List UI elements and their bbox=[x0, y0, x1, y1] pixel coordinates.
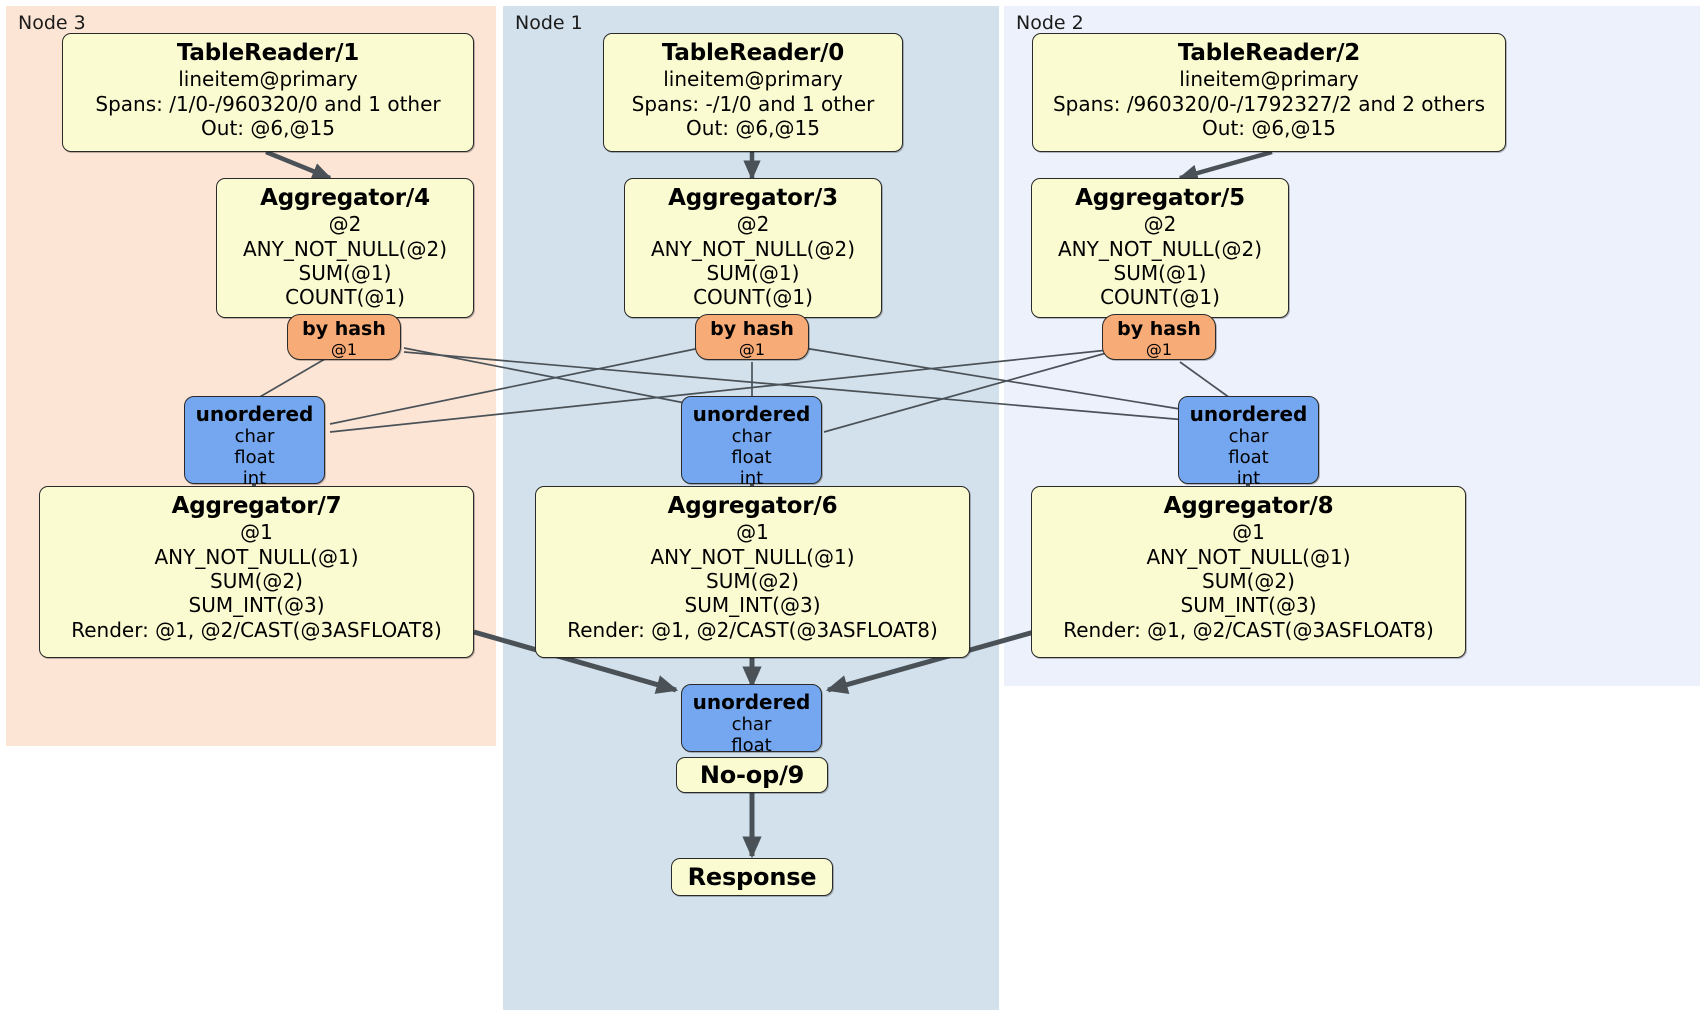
processor-title: Aggregator/3 bbox=[668, 185, 838, 211]
synchronizer-line: char bbox=[1228, 426, 1269, 447]
processor-title: Aggregator/8 bbox=[1163, 493, 1334, 519]
router-line: @1 bbox=[330, 339, 358, 359]
processor-line: COUNT(@1) bbox=[285, 285, 405, 310]
processor-line: SUM_INT(@3) bbox=[1180, 593, 1317, 618]
router-line: @1 bbox=[1145, 339, 1173, 359]
processor-aggregator-6[interactable]: Aggregator/6 @1 ANY_NOT_NULL(@1) SUM(@2)… bbox=[535, 486, 970, 658]
processor-line: Render: @1, @2/CAST(@3ASFLOAT8) bbox=[1063, 617, 1434, 642]
processor-title: Aggregator/4 bbox=[260, 185, 430, 211]
synchronizer-line: int bbox=[242, 468, 267, 490]
router-title: by hash bbox=[1117, 318, 1201, 340]
processor-line: lineitem@primary bbox=[1179, 67, 1359, 92]
processor-line: @2 bbox=[328, 212, 362, 237]
processor-line: ANY_NOT_NULL(@2) bbox=[651, 236, 855, 261]
synchronizer-unordered-final[interactable]: unordered char float bbox=[681, 684, 822, 756]
processor-line: ANY_NOT_NULL(@2) bbox=[1058, 236, 1262, 261]
processor-line: Render: @1, @2/CAST(@3ASFLOAT8) bbox=[71, 617, 442, 642]
processor-title: No-op/9 bbox=[699, 760, 805, 789]
processor-title: Aggregator/5 bbox=[1075, 185, 1245, 211]
processor-line: ANY_NOT_NULL(@1) bbox=[650, 544, 855, 569]
synchronizer-line: char bbox=[731, 714, 772, 735]
processor-aggregator-7[interactable]: Aggregator/7 @1 ANY_NOT_NULL(@1) SUM(@2)… bbox=[39, 486, 474, 658]
processor-response[interactable]: Response bbox=[671, 858, 833, 896]
synchronizer-line: char bbox=[234, 426, 275, 447]
processor-line: @1 bbox=[736, 520, 769, 545]
processor-line: Render: @1, @2/CAST(@3ASFLOAT8) bbox=[567, 617, 938, 642]
processor-noop-9[interactable]: No-op/9 bbox=[676, 757, 828, 793]
processor-line: SUM(@2) bbox=[210, 568, 303, 593]
router-by-hash-aggregator-4[interactable]: by hash @1 bbox=[287, 314, 401, 360]
processor-tablereader-2[interactable]: TableReader/2 lineitem@primary Spans: /9… bbox=[1032, 33, 1506, 152]
router-title: by hash bbox=[710, 318, 794, 340]
processor-line: COUNT(@1) bbox=[693, 285, 813, 310]
processor-line: SUM(@1) bbox=[1113, 260, 1207, 285]
processor-line: @2 bbox=[1143, 212, 1177, 237]
processor-line: ANY_NOT_NULL(@2) bbox=[243, 236, 447, 261]
synchronizer-title: unordered bbox=[195, 402, 314, 426]
processor-line: ANY_NOT_NULL(@1) bbox=[154, 544, 359, 569]
processor-line: SUM(@2) bbox=[706, 568, 799, 593]
processor-title: TableReader/0 bbox=[661, 40, 845, 66]
synchronizer-line: float bbox=[731, 735, 772, 757]
synchronizer-line: float bbox=[731, 447, 772, 469]
synchronizer-unordered-6[interactable]: unordered char float int bbox=[681, 396, 822, 489]
synchronizer-line: int bbox=[1236, 468, 1261, 490]
router-title: by hash bbox=[302, 318, 386, 340]
synchronizer-title: unordered bbox=[692, 690, 811, 714]
processor-line: lineitem@primary bbox=[663, 67, 843, 92]
processor-line: @1 bbox=[1232, 520, 1265, 545]
synchronizer-line: float bbox=[1228, 447, 1269, 469]
synchronizer-title: unordered bbox=[1189, 402, 1308, 426]
router-by-hash-aggregator-5[interactable]: by hash @1 bbox=[1102, 314, 1216, 360]
synchronizer-line: char bbox=[731, 426, 772, 447]
processor-title: Aggregator/7 bbox=[171, 493, 342, 519]
synchronizer-line: float bbox=[234, 447, 275, 469]
processor-line: Spans: -/1/0 and 1 other bbox=[631, 91, 875, 116]
processor-title: TableReader/1 bbox=[176, 40, 360, 66]
processor-line: lineitem@primary bbox=[178, 67, 358, 92]
processor-aggregator-8[interactable]: Aggregator/8 @1 ANY_NOT_NULL(@1) SUM(@2)… bbox=[1031, 486, 1466, 658]
processor-line: SUM(@1) bbox=[298, 260, 392, 285]
processor-line: @1 bbox=[240, 520, 273, 545]
synchronizer-line: int bbox=[739, 468, 764, 490]
router-line: @1 bbox=[738, 339, 766, 359]
processor-line: Out: @6,@15 bbox=[201, 115, 335, 140]
processor-tablereader-0[interactable]: TableReader/0 lineitem@primary Spans: -/… bbox=[603, 33, 903, 152]
processor-line: SUM(@1) bbox=[706, 260, 800, 285]
router-by-hash-aggregator-3[interactable]: by hash @1 bbox=[695, 314, 809, 360]
processor-line: Out: @6,@15 bbox=[686, 115, 820, 140]
processor-tablereader-1[interactable]: TableReader/1 lineitem@primary Spans: /1… bbox=[62, 33, 474, 152]
synchronizer-title: unordered bbox=[692, 402, 811, 426]
node-group-label-node1: Node 1 bbox=[515, 12, 583, 34]
processor-line: SUM_INT(@3) bbox=[684, 593, 821, 618]
processor-line: Out: @6,@15 bbox=[1202, 115, 1336, 140]
processor-line: @2 bbox=[736, 212, 770, 237]
node-group-label-node3: Node 3 bbox=[18, 12, 86, 34]
node-group-label-node2: Node 2 bbox=[1016, 12, 1084, 34]
processor-line: Spans: /1/0-/960320/0 and 1 other bbox=[95, 91, 441, 116]
processor-line: COUNT(@1) bbox=[1100, 285, 1220, 310]
processor-title: TableReader/2 bbox=[1177, 40, 1361, 66]
processor-line: SUM(@2) bbox=[1202, 568, 1295, 593]
processor-title: Aggregator/6 bbox=[667, 493, 838, 519]
processor-aggregator-3[interactable]: Aggregator/3 @2 ANY_NOT_NULL(@2) SUM(@1)… bbox=[624, 178, 882, 318]
processor-line: Spans: /960320/0-/1792327/2 and 2 others bbox=[1052, 91, 1485, 116]
processor-line: ANY_NOT_NULL(@1) bbox=[1146, 544, 1351, 569]
processor-line: SUM_INT(@3) bbox=[188, 593, 325, 618]
processor-aggregator-5[interactable]: Aggregator/5 @2 ANY_NOT_NULL(@2) SUM(@1)… bbox=[1031, 178, 1289, 318]
synchronizer-unordered-7[interactable]: unordered char float int bbox=[184, 396, 325, 489]
synchronizer-unordered-8[interactable]: unordered char float int bbox=[1178, 396, 1319, 489]
processor-aggregator-4[interactable]: Aggregator/4 @2 ANY_NOT_NULL(@2) SUM(@1)… bbox=[216, 178, 474, 318]
processor-title: Response bbox=[687, 862, 817, 891]
